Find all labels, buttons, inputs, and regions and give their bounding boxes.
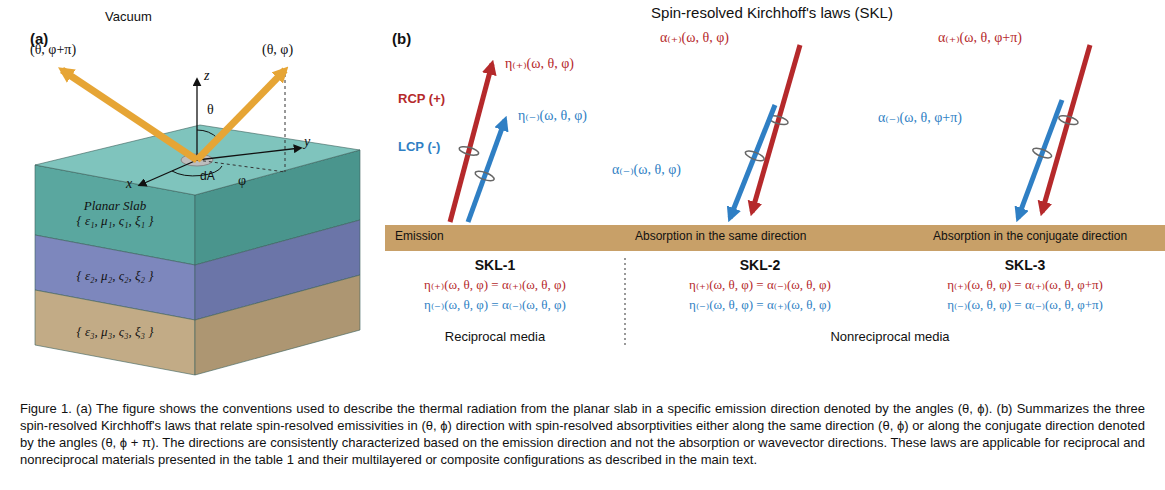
axis-label: x — [126, 176, 132, 192]
panel-title: Spin-resolved Kirchhoff's laws (SKL) — [651, 4, 893, 21]
material-parameters: { ε₂, μ₂, ς₂, ξ₂ } — [77, 269, 154, 284]
panel-letter: (b) — [392, 30, 411, 47]
coordinate-axes — [140, 74, 300, 185]
layer-front-face — [35, 290, 195, 375]
spin-ring — [1032, 146, 1053, 160]
law-equation: η₍₊₎(ω, θ, φ) = α₍₋₎(ω, θ, φ) — [689, 278, 831, 293]
spin-arrows — [450, 45, 1090, 222]
layer-band: Planar Slab{ ε₁, μ₁, ς₁, ξ₁ } — [45, 184, 185, 244]
material-parameters: { ε₃, μ₃, ς₃, ξ₃ } — [77, 325, 154, 340]
spin-arrow — [730, 105, 775, 218]
spin-arrow — [450, 64, 492, 222]
media-label: Nonreciprocal media — [830, 330, 949, 345]
surface-label: Absorption in the conjugate direction — [933, 230, 1127, 244]
absorptivity-label: α₍₋₎(ω, θ, φ+π) — [878, 110, 962, 126]
spin-arrow — [1018, 100, 1062, 218]
absorptivity-label: α₍₊₎(ω, θ, φ) — [660, 30, 729, 46]
law-equation: η₍₊₎(ω, θ, φ) = α₍₊₎(ω, θ, φ) — [424, 278, 566, 293]
law-equation: η₍₋₎(ω, θ, φ) = α₍₋₎(ω, θ, φ) — [424, 298, 566, 313]
projection-line — [285, 74, 286, 172]
spin-ring — [744, 149, 765, 163]
emission-arrow — [62, 70, 197, 160]
region-label: Vacuum — [105, 10, 152, 25]
law-equation: η₍₋₎(ω, θ, φ) = α₍₊₎(ω, θ, φ) — [689, 298, 831, 313]
axis-label: y — [304, 134, 310, 150]
emissivity-label: η₍₊₎(ω, θ, φ) — [505, 56, 574, 72]
absorptivity-label: α₍₊₎(ω, θ, φ+π) — [938, 30, 1022, 46]
spin-arrow — [752, 45, 800, 212]
spin-ring — [458, 145, 479, 157]
layer-band: { ε₂, μ₂, ς₂, ξ₂ } — [45, 262, 185, 290]
angle-label: φ — [238, 173, 246, 189]
axis-line — [197, 148, 300, 160]
emissivity-label: η₍₋₎(ω, θ, φ) — [518, 108, 587, 124]
layer-side-face — [195, 275, 360, 375]
slab-name: Planar Slab — [84, 199, 146, 214]
divider-line — [624, 258, 625, 348]
material-parameters: { ε₁, μ₁, ς₁, ξ₁ } — [77, 214, 154, 229]
axis-label: z — [204, 68, 209, 84]
emission-arrow — [197, 70, 285, 160]
polarization-label: LCP (-) — [398, 140, 440, 155]
law-name: SKL-2 — [740, 257, 780, 273]
law-name: SKL-3 — [1005, 257, 1045, 273]
direction-label: (θ, φ) — [262, 42, 293, 58]
law-equation: η₍₋₎(ω, θ, φ) = α₍₋₎(ω, θ, φ+π) — [947, 298, 1103, 313]
law-name: SKL-1 — [475, 257, 515, 273]
surface-label: Absorption in the same direction — [635, 230, 806, 244]
spin-arrow — [468, 120, 505, 222]
layer-band: { ε₃, μ₃, ς₃, ξ₃ } — [45, 318, 185, 346]
surface-label: Emission — [395, 230, 444, 244]
axis-line — [140, 160, 197, 185]
figure-caption: Figure 1. (a) The figure shows the conve… — [20, 400, 1145, 468]
axis-line — [196, 80, 197, 160]
spin-ring — [1058, 114, 1079, 126]
area-label: dA — [200, 170, 215, 184]
media-label: Reciprocal media — [445, 330, 545, 345]
spin-ring — [474, 169, 495, 182]
polarization-label: RCP (+) — [398, 92, 445, 107]
planar-slab — [35, 125, 360, 375]
surface-band: Emission Absorption in the same direction… — [385, 225, 1165, 251]
law-equation: η₍₊₎(ω, θ, φ) = α₍₊₎(ω, θ, φ+π) — [947, 278, 1103, 293]
angle-label: θ — [207, 102, 214, 118]
absorptivity-label: α₍₋₎(ω, θ, φ) — [612, 162, 681, 178]
direction-label: (θ, φ+π) — [30, 42, 76, 58]
